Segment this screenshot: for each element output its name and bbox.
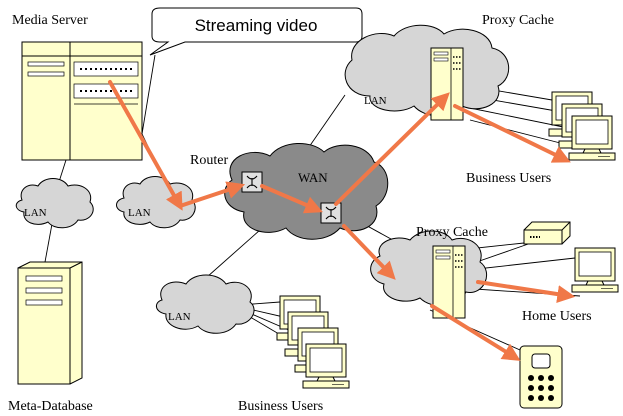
mobile-phone-icon xyxy=(519,345,563,409)
lan-cloud-center: LAN xyxy=(116,176,196,229)
workstation-icon xyxy=(302,343,350,389)
lan-cloud-icon xyxy=(116,176,196,229)
proxy-server-icon xyxy=(432,245,466,319)
business-users-right: Business Users xyxy=(466,91,616,186)
business-users-bottom-label: Business Users xyxy=(238,399,323,414)
meta-database-label: Meta-Database xyxy=(8,399,93,414)
router-icon xyxy=(241,171,263,193)
stream-arrow xyxy=(342,224,396,280)
stream-arrow xyxy=(476,280,576,304)
lan-center-label: LAN xyxy=(128,207,151,219)
router-icon xyxy=(320,202,342,224)
media-server-label: Media Server xyxy=(12,13,88,28)
wan-cloud-icon xyxy=(224,142,389,240)
stream-arrow xyxy=(108,80,183,211)
modem-icon xyxy=(523,221,571,245)
stream-arrow xyxy=(334,92,450,206)
media-server: Media Server xyxy=(12,13,143,161)
proxy-cache-mid-label: Proxy Cache xyxy=(416,225,488,240)
stream-arrow xyxy=(260,184,323,214)
business-users-right-label: Business Users xyxy=(466,171,551,186)
streaming-paths xyxy=(108,80,576,361)
proxy-cache-mid xyxy=(432,245,466,319)
lan-cloud-icon xyxy=(344,24,510,117)
stream-arrow xyxy=(178,181,246,208)
business-users-bottom: Business Users xyxy=(238,295,350,414)
lan-cloud-mid xyxy=(370,230,487,307)
router-label: Router xyxy=(190,153,228,168)
lan-cloud-icon xyxy=(156,274,255,334)
streaming-video-label: Streaming video xyxy=(195,16,318,35)
lan-bottom-label: LAN xyxy=(168,311,191,323)
workstation-icon xyxy=(568,115,616,161)
home-users: Home Users xyxy=(522,221,619,324)
home-users-label: Home Users xyxy=(522,309,592,324)
meta-database: Meta-Database xyxy=(8,261,93,414)
proxy-cache-top-label: Proxy Cache xyxy=(482,13,554,28)
database-server-icon xyxy=(17,261,83,385)
lan-cloud-top: LAN xyxy=(344,24,510,117)
wan-label: WAN xyxy=(298,170,328,185)
lan-top-label: LAN xyxy=(364,95,387,107)
workstation-icon xyxy=(571,247,619,293)
lan-cloud-icon xyxy=(15,178,94,229)
lan-left-label: LAN xyxy=(24,207,47,219)
lan-cloud-left: LAN xyxy=(15,178,94,229)
stream-arrow xyxy=(430,304,521,361)
stream-arrow xyxy=(453,104,571,163)
lan-cloud-bottom: LAN xyxy=(156,274,255,334)
lan-cloud-icon xyxy=(370,230,487,307)
server-icon xyxy=(21,41,143,161)
streaming-video-callout: Streaming video xyxy=(149,7,363,56)
